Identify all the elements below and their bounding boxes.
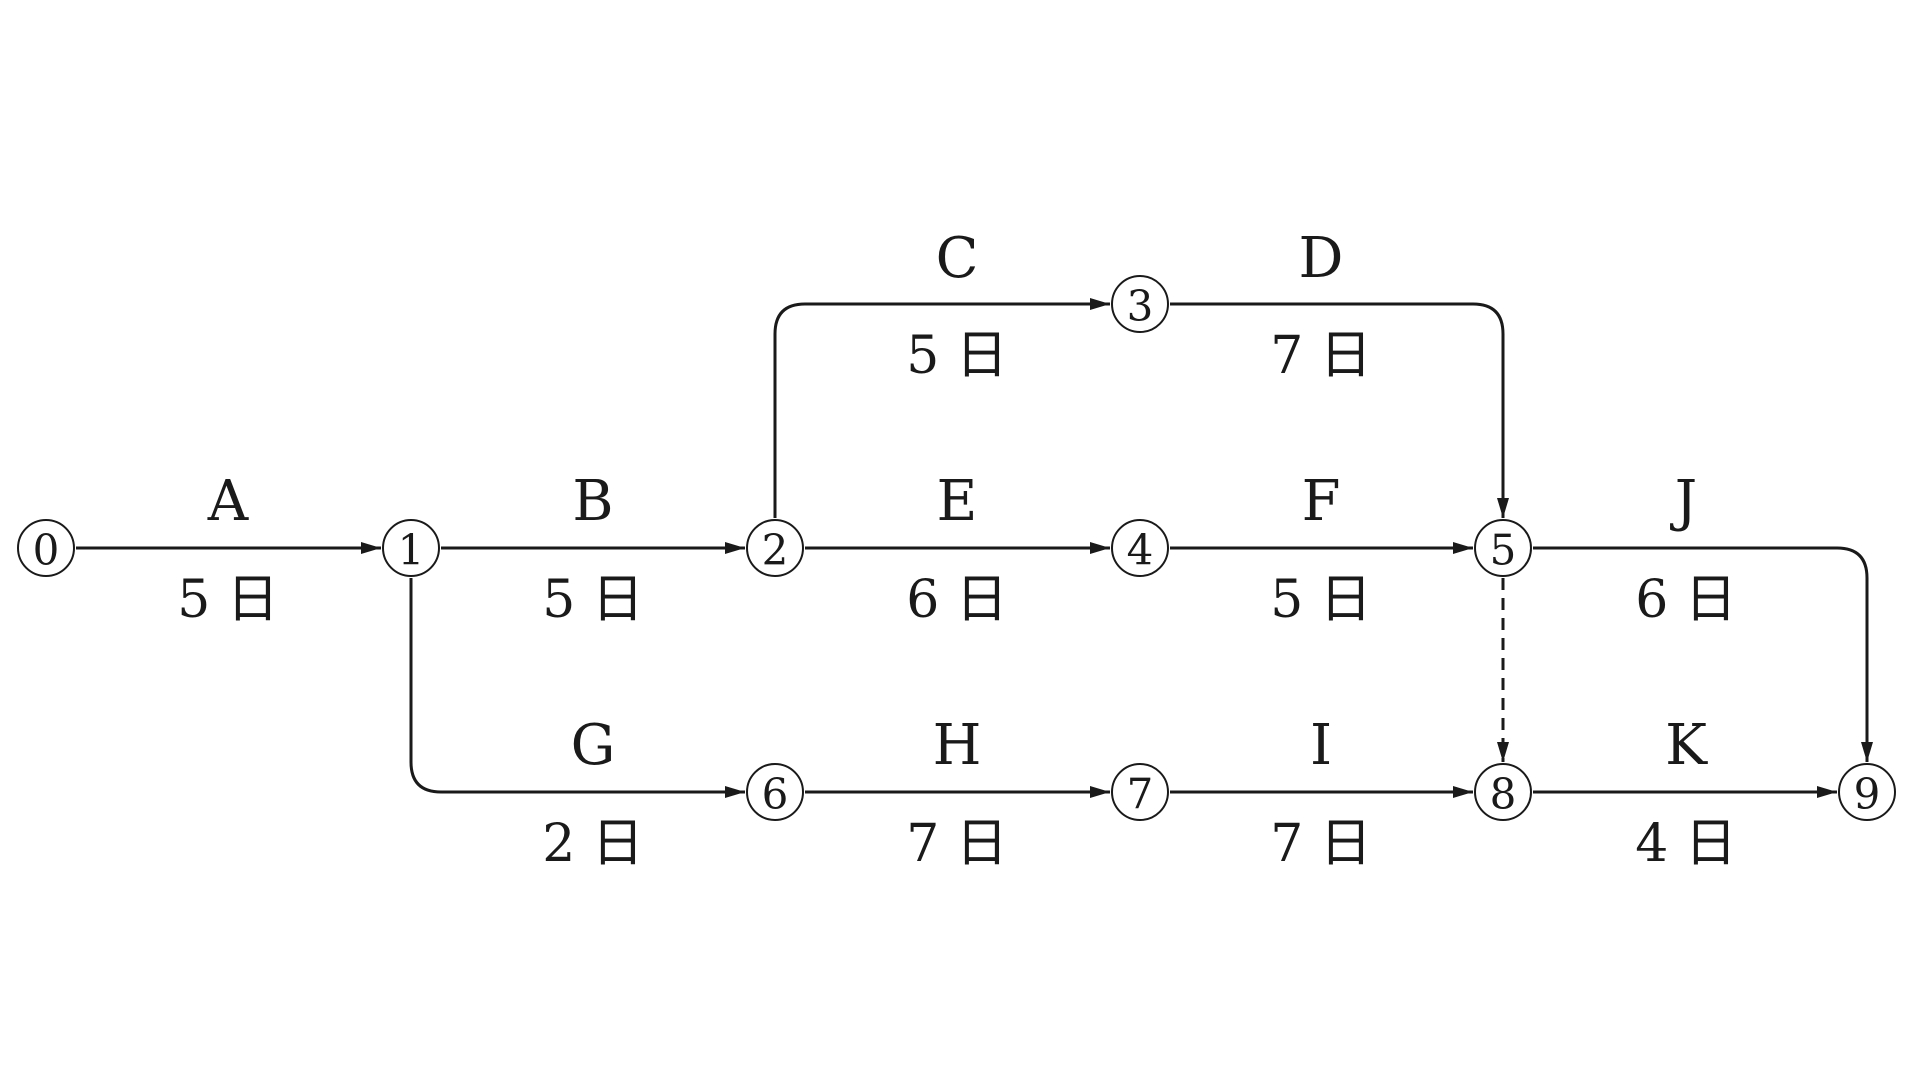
activity-A-name: A (207, 469, 249, 534)
activity-labels: A 5 日 B 5 日 C 5 日 D 7 日 E 6 日 F 5 日 G 2 … (177, 226, 1737, 874)
activity-J-duration: 6 日 (1635, 570, 1737, 630)
node-9: 9 (1838, 763, 1896, 821)
activity-D-duration: 7 日 (1270, 326, 1372, 386)
activity-B-name: B (572, 469, 613, 534)
node-7: 7 (1111, 763, 1169, 821)
edge-G (409, 578, 745, 798)
node-3-label: 3 (1127, 282, 1154, 331)
node-4-label: 4 (1127, 526, 1154, 575)
node-2: 2 (746, 519, 804, 577)
activity-H-name: H (933, 713, 982, 778)
activity-C-name: C (936, 226, 979, 291)
activity-K-duration: 4 日 (1635, 814, 1737, 874)
node-8-label: 8 (1490, 770, 1517, 819)
node-5: 5 (1474, 519, 1532, 577)
node-9-label: 9 (1854, 770, 1881, 819)
activity-A-duration: 5 日 (177, 570, 279, 630)
node-1-label: 1 (398, 526, 425, 575)
activity-F-name: F (1302, 469, 1341, 534)
activity-D-name: D (1299, 226, 1344, 291)
activity-H-duration: 7 日 (906, 814, 1008, 874)
nodes: 0 1 2 3 4 5 6 7 (17, 275, 1896, 821)
activity-G-name: G (571, 713, 616, 778)
node-5-label: 5 (1490, 526, 1517, 575)
node-7-label: 7 (1127, 770, 1154, 819)
activity-F-duration: 5 日 (1270, 570, 1372, 630)
node-0-label: 0 (33, 526, 60, 575)
node-4: 4 (1111, 519, 1169, 577)
node-3: 3 (1111, 275, 1169, 333)
activity-G-duration: 2 日 (542, 814, 644, 874)
activity-I-name: I (1310, 713, 1332, 778)
node-1: 1 (382, 519, 440, 577)
activity-C-duration: 5 日 (906, 326, 1008, 386)
activity-J-name: J (1670, 469, 1697, 534)
edge-J (1533, 546, 1873, 762)
node-6: 6 (746, 763, 804, 821)
activity-E-duration: 6 日 (906, 570, 1008, 630)
activity-K-name: K (1665, 713, 1708, 778)
activity-B-duration: 5 日 (542, 570, 644, 630)
edge-C (773, 298, 1110, 518)
node-0: 0 (17, 519, 75, 577)
node-2-label: 2 (762, 526, 789, 575)
edges (76, 298, 1873, 798)
node-6-label: 6 (762, 770, 789, 819)
node-8: 8 (1474, 763, 1532, 821)
activity-E-name: E (937, 469, 978, 534)
activity-I-duration: 7 日 (1270, 814, 1372, 874)
edge-D (1170, 302, 1509, 518)
